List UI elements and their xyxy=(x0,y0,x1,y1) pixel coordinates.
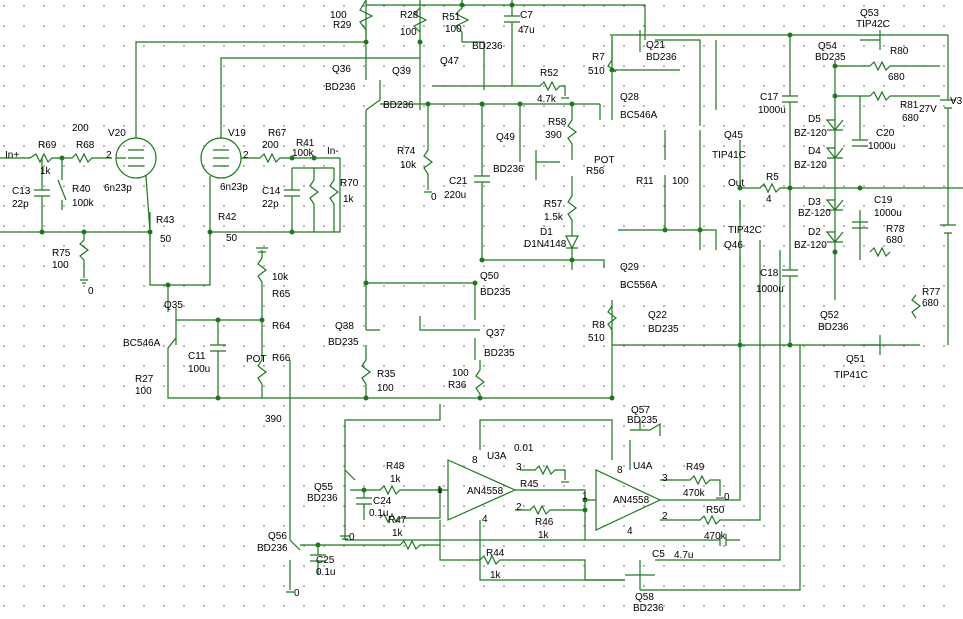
junction-dots xyxy=(39,2,863,548)
wires xyxy=(0,0,963,593)
